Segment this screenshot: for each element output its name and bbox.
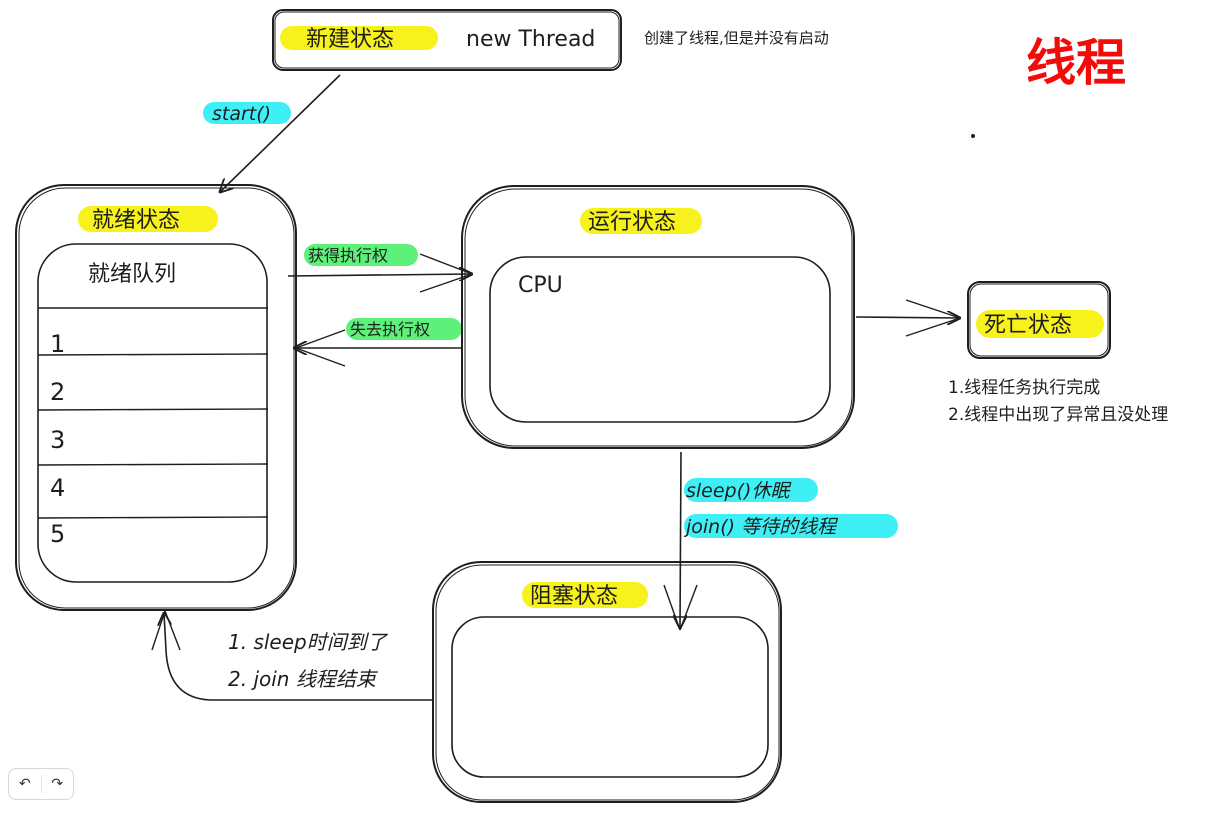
dead-state-highlight [976,310,1104,338]
start-label: start() [212,103,271,125]
new-thread-code: new Thread [466,27,595,52]
toolbar-divider [40,775,42,793]
cpu-box [489,256,831,423]
blocked-state-label: 阻塞状态 [530,584,618,609]
ready-queue-title: 就绪队列 [88,262,176,287]
blocked-state-highlight [522,582,648,608]
lose-label: 失去执行权 [350,320,430,339]
ready-state-label: 就绪状态 [92,208,180,233]
wake-label-2: 2. join 线程结束 [228,667,379,691]
lose-highlight [346,318,462,340]
dead-state-label: 死亡状态 [984,313,1072,338]
new-state-label: 新建状态 [306,27,394,52]
new-state-note: 创建了线程,但是并没有启动 [644,29,829,47]
sleep-label: sleep()休眠 [686,480,792,502]
new-state-highlight [280,26,438,50]
join-label: join() 等待的线程 [683,516,839,538]
ready-state-box: 就绪状态 [15,184,297,611]
sleep-highlight [684,478,818,502]
gain-arrow-stroke [419,253,473,275]
dead-state-box: 死亡状态 [967,281,1111,359]
undo-redo-toolbar: ↶ ↷ [8,768,74,800]
stray-dot [971,134,975,138]
block-arrow [680,451,681,628]
queue-slot: 2 [50,378,65,406]
running-state-highlight [580,208,702,234]
new-state-box: 新建状态 new Thread [272,9,622,71]
queue-slot: 3 [50,426,65,454]
wake-label-1: 1. sleep时间到了 [228,630,389,654]
start-highlight [203,102,291,124]
dead-note-2: 2.线程中出现了异常且没处理 [948,405,1168,425]
page-title: 线程 [1026,35,1126,91]
blocked-inner-box [451,616,769,778]
join-highlight [684,514,898,538]
queue-slot: 1 [50,330,65,358]
blocked-state-box: 阻塞状态 [432,561,782,803]
start-arrow [220,74,341,192]
ready-state-highlight [78,206,218,232]
redo-icon[interactable]: ↷ [51,776,64,792]
cpu-label: CPU [518,273,563,298]
gain-highlight [304,244,418,266]
running-state-label: 运行状态 [588,210,676,235]
dead-note-1: 1.线程任务执行完成 [948,378,1100,398]
gain-label: 获得执行权 [308,246,388,265]
ready-queue: 就绪队列 1 2 3 4 5 [37,243,269,583]
undo-icon[interactable]: ↶ [18,776,31,792]
gain-arrow [287,274,472,276]
running-state-box: 运行状态 CPU [461,185,855,449]
wake-arrow [164,613,432,701]
dead-arrow [855,317,960,318]
queue-slot: 4 [50,474,65,502]
queue-slot: 5 [50,520,65,548]
